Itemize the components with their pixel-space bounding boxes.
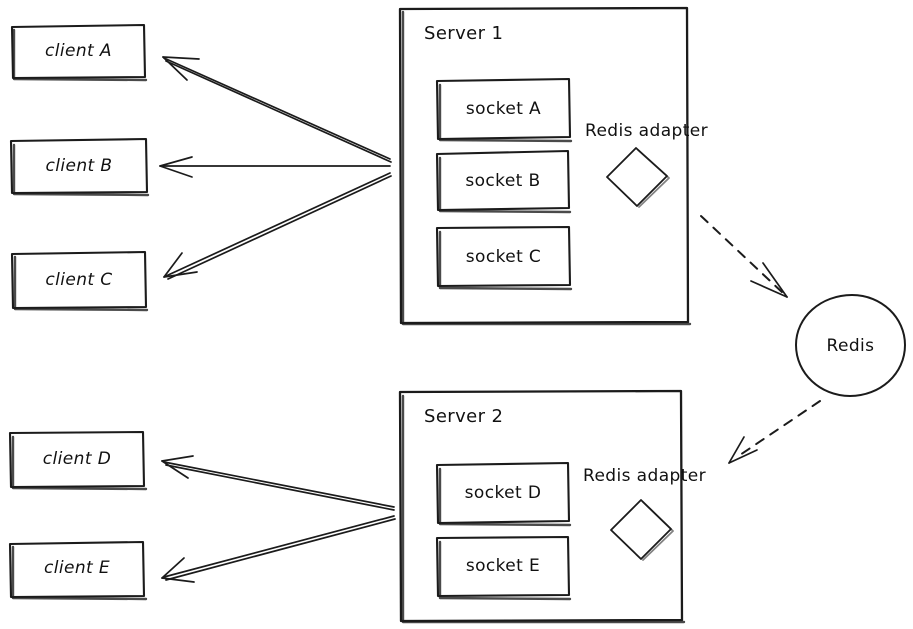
server-2-box[interactable] [398,389,686,624]
client-c-box[interactable] [10,250,149,312]
server-1-adapter-diamond[interactable] [606,147,670,208]
server-2-adapter-label: Redis adapter [583,466,707,486]
arrow-server1-to-client-a [162,56,392,163]
socket-e-label: socket E [465,556,541,576]
server-1-title: Server 1 [424,23,504,44]
arrow-server2-to-client-e [161,515,396,583]
arrow-server1-to-client-c [163,172,392,280]
socket-a-box[interactable] [435,77,573,143]
server-2-adapter-diamond[interactable] [610,499,674,561]
server-1-box[interactable] [398,6,692,326]
server-2-title: Server 2 [424,406,504,427]
socket-b-box[interactable] [435,149,572,214]
socket-c-label: socket C [465,247,542,267]
client-d-label: client D [42,449,112,469]
arrow-server2-to-client-d [161,455,395,511]
socket-d-label: socket D [464,483,542,503]
socket-d-box[interactable] [435,461,572,527]
client-b-label: client B [45,156,113,176]
socket-c-box[interactable] [435,225,573,291]
client-a-box[interactable] [10,23,148,82]
socket-b-label: socket B [465,171,541,191]
server-1-adapter-label: Redis adapter [585,121,709,141]
client-b-box[interactable] [9,137,150,197]
redis-node-circle[interactable] [795,294,906,397]
client-a-label: client A [45,41,112,61]
client-e-box[interactable] [8,540,148,601]
client-c-label: client C [45,270,113,290]
client-d-box[interactable] [8,430,148,491]
arrow-redis-to-server2-adapter [728,400,821,464]
arrow-server1-to-client-b [159,156,391,178]
arrow-server1-adapter-to-redis [700,215,788,298]
client-e-label: client E [43,558,111,578]
redis-label: Redis [826,336,875,356]
socket-e-box[interactable] [435,535,572,601]
socket-a-label: socket A [465,99,542,119]
